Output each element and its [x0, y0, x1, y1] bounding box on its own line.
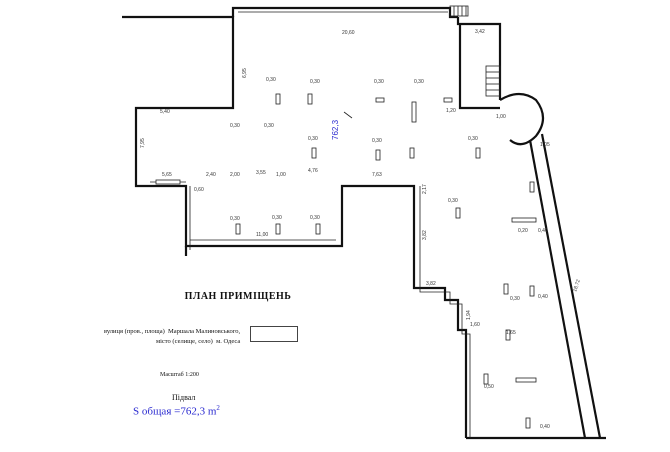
dim-col-14: 0,20 — [518, 228, 528, 234]
address-box — [250, 326, 298, 342]
dim-span-a: 2,40 — [206, 172, 216, 178]
dim-small-f: 1,05 — [540, 142, 550, 148]
columns — [155, 93, 537, 429]
dim-depth-a: 0,60 — [194, 187, 204, 193]
dim-span-f: 7,63 — [372, 172, 382, 178]
dim-col-2: 0,30 — [310, 79, 320, 85]
stairs — [449, 5, 501, 97]
dim-col-19: 0,40 — [540, 424, 550, 430]
dim-col-10: 0,30 — [230, 216, 240, 222]
dim-left-height: 6,95 — [242, 68, 248, 78]
address-line-1: вулиця (пров., площа) Маршала Малиновськ… — [104, 328, 241, 335]
dim-col-5: 0,30 — [230, 123, 240, 129]
dim-col-11: 0,30 — [272, 215, 282, 221]
plan-title: ПЛАН ПРИМІЩЕНЬ — [184, 291, 292, 302]
dim-right-a: 3,82 — [426, 281, 436, 287]
dim-col-18: 1,65 — [506, 330, 516, 336]
scale-label: Масштаб 1:200 — [160, 372, 199, 378]
dim-col-13: 0,30 — [448, 198, 458, 204]
address-line-2: місто (селище, село) м. Одеса — [156, 338, 241, 345]
dim-col-8: 0,30 — [372, 138, 382, 144]
dim-col-1: 0,30 — [266, 77, 276, 83]
dim-top-width: 20,60 — [342, 30, 355, 36]
dim-col-20: 0,50 — [484, 384, 494, 390]
dim-step-a: 2,17 — [422, 184, 428, 194]
dim-step-b: 3,82 — [422, 230, 428, 240]
dim-col-15: 0,40 — [538, 228, 548, 234]
dim-span-d: 1,00 — [276, 172, 286, 178]
area-label-inside: 762,3 — [331, 119, 340, 140]
total-area: S общая =762,3 m2 — [133, 404, 220, 418]
dim-span-b: 2,00 — [230, 172, 240, 178]
dim-corridor: 11,00 — [256, 232, 268, 238]
dim-span-c: 3,55 — [256, 170, 266, 176]
dim-col-16: 0,30 — [510, 296, 520, 302]
dim-small-d: 1,20 — [446, 108, 456, 114]
dim-span-e: 4,76 — [308, 168, 318, 174]
dim-col-7: 0,30 — [308, 136, 318, 142]
dim-left-wall: 7,95 — [140, 138, 146, 148]
dim-right-top: 3,42 — [475, 29, 485, 35]
dim-col-9: 0,30 — [468, 136, 478, 142]
dim-left-wing: 5,40 — [160, 109, 170, 115]
dim-col-17: 0,40 — [538, 294, 548, 300]
outer-walls — [122, 6, 606, 440]
floor-label: Підвал — [172, 393, 196, 402]
dim-right-long: 18,72 — [572, 279, 582, 293]
dim-bay-a: 1,60 — [470, 322, 480, 328]
dim-step-c: 1,94 — [466, 310, 472, 320]
dimension-labels: 20,60 3,42 5,40 6,95 7,95 5,65 0,60 2,40… — [140, 29, 582, 430]
dim-col-6: 0,30 — [264, 123, 274, 129]
dim-col-3: 0,30 — [374, 79, 384, 85]
dim-col-12: 0,30 — [310, 215, 320, 221]
dim-col-4: 0,30 — [414, 79, 424, 85]
dim-left-small: 5,65 — [162, 172, 172, 178]
dim-small-a: 1,00 — [496, 114, 506, 120]
